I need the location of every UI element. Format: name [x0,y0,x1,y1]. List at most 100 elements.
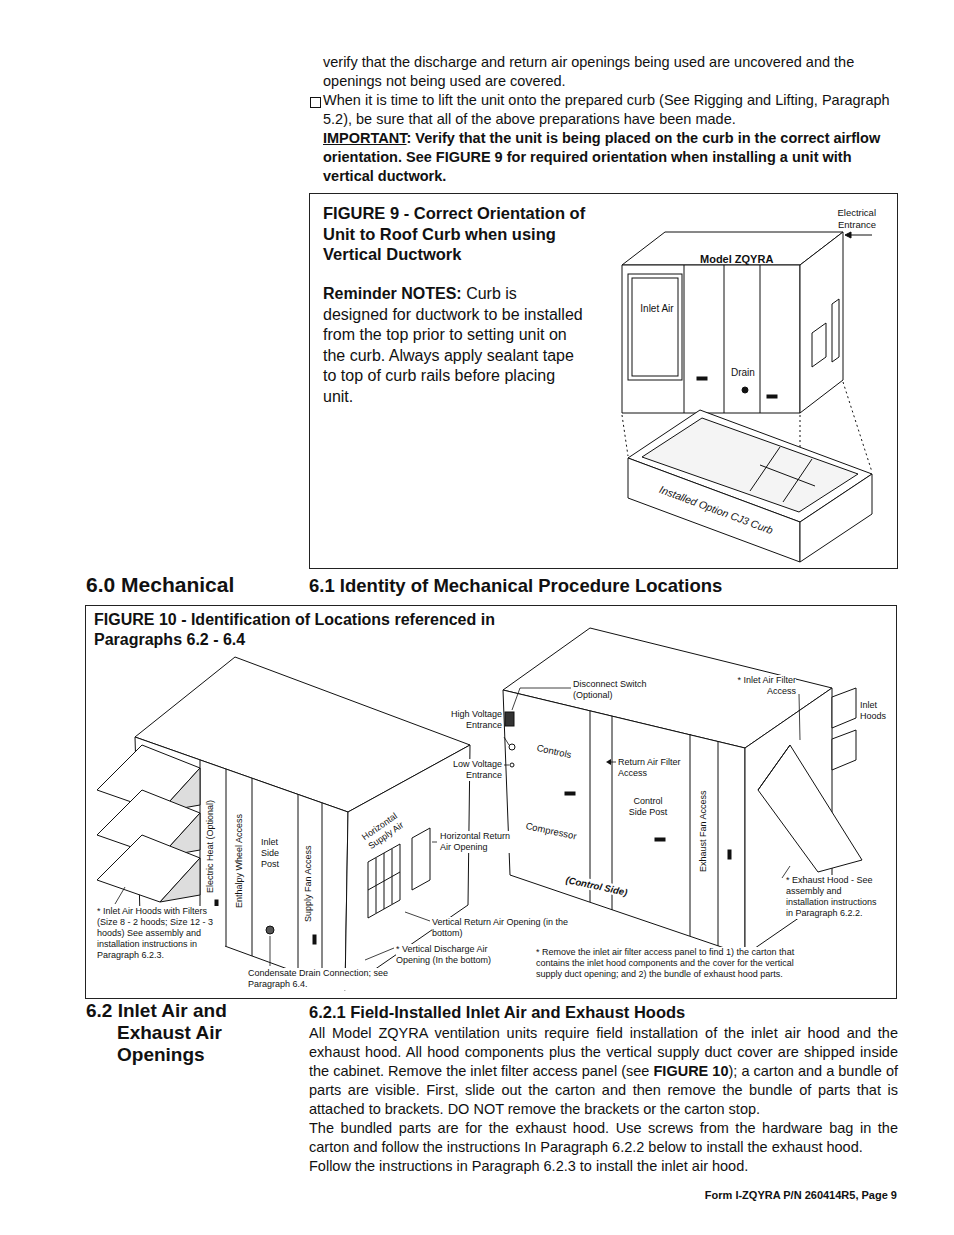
alignment-lines [843,382,872,472]
unit-drawing [800,232,843,413]
left-unit-drawing [97,835,200,902]
unit-drawing [812,323,826,367]
model-label: Model ZQYRA [700,252,773,266]
callout-note: Vertical Return Air Opening (in the bott… [432,917,574,939]
left-unit-drawing [412,828,430,890]
part-label: Enthalpy Wheel Access [234,814,245,908]
right-unit-drawing [590,711,591,902]
section-heading: 6.1 Identity of Mechanical Procedure Loc… [309,574,722,597]
important-text: : Verify that the unit is being placed o… [323,130,880,184]
section-heading: 6.2 Inlet Air and Exhaust Air Openings [86,1000,287,1066]
callout-note: * Exhaust Hood - See assembly and instal… [786,875,882,919]
left-unit-drawing [368,844,400,918]
leader-lines [432,842,437,843]
part-label: Electrical Entrance [816,207,876,230]
right-unit-drawing [832,730,856,770]
right-unit-drawing [758,745,790,790]
arrowheads [606,759,611,765]
part-label: Exhaust Fan Access [698,790,709,872]
unit-drawing [697,377,707,380]
unit-drawing [760,265,761,413]
body-text: verify that the discharge and return air… [323,53,901,91]
left-unit-drawing [322,803,323,982]
unit-drawing [632,278,678,376]
unit-drawing [742,387,748,393]
unit-drawing [684,265,685,413]
figure-frame: FIGURE 9 - Correct Orientation of Unit t… [309,193,898,569]
left-unit-drawing [266,926,274,934]
body-paragraph: All Model ZQYRA ventilation units requir… [309,1024,898,1119]
right-unit-drawing [655,838,665,841]
figure-title: FIGURE 10 - Identification of Locations … [94,610,534,649]
right-unit-drawing [728,850,731,859]
section-heading: 6.2.1 Field-Installed Inlet Air and Exha… [309,1002,685,1023]
left-unit-drawing [313,935,316,944]
right-unit-drawing [612,716,613,910]
part-label: Disconnect Switch (Optional) [573,679,665,701]
left-unit-drawing [252,778,253,956]
part-label: Inlet Air [636,303,678,315]
unit-drawing [622,265,800,413]
left-unit-drawing [368,872,400,890]
right-unit-drawing [510,763,514,767]
curb-drawing [783,459,812,502]
part-label: Drain [731,366,755,379]
curb-drawing [800,474,872,562]
left-unit-drawing [298,794,299,973]
leader-lines [405,912,430,921]
leader-lines [115,887,125,904]
unit-drawing [628,274,682,380]
unit-drawing [767,395,777,398]
part-label: Return Air Filter Access [618,757,688,779]
part-label: Low Voltage Entrance [450,759,502,781]
leader-lines [799,694,800,740]
part-label: Supply Fan Access [303,845,314,922]
right-unit-drawing [718,741,719,946]
arrowheads [606,759,611,765]
part-label: Electric Heat (Optional) [205,800,216,893]
important-note: IMPORTANT: Verify that the unit is being… [323,129,898,186]
leader-lines [365,948,394,960]
unit-drawing [832,299,839,362]
callout-note: * Remove the inlet air filter access pan… [536,947,808,980]
callout-note: * Vertical Discharge Air Opening (In the… [396,944,520,966]
checkbox [311,98,321,108]
notes-label: Reminder NOTES: [323,285,462,302]
right-unit-drawing [690,734,691,936]
unit-drawing [845,232,851,238]
body-column: All Model ZQYRA ventilation units requir… [309,1024,898,1176]
important-label: IMPORTANT [323,130,407,146]
right-unit-drawing [565,792,575,795]
curb-drawing [628,410,872,562]
right-unit-drawing [509,744,515,750]
callout-note: Condensate Drain Connection; see Paragra… [248,968,426,990]
right-unit-drawing [503,690,745,955]
curb-drawing [750,447,780,491]
body-text: Follow the instructions in Paragraph 6.2… [309,1157,898,1176]
part-label: Control Side Post [626,796,670,818]
right-unit-drawing [832,688,856,728]
left-unit-drawing [160,858,200,902]
unit-drawing [724,265,725,413]
figure-reference: FIGURE 10 [654,1063,729,1079]
callout-note: * Inlet Air Hoods with Filters (Size 8 -… [97,906,225,961]
figure-title: FIGURE 9 - Correct Orientation of Unit t… [323,203,595,265]
unit-drawing [622,232,872,413]
alignment-lines [622,415,628,456]
right-unit-drawing [505,712,514,726]
checklist-item: When it is time to lift the unit onto th… [323,91,895,129]
leader-lines [512,688,571,710]
part-label: Inlet Side Post [261,837,295,870]
leader-lines [504,737,509,745]
figure-notes: Reminder NOTES:Curb is designed for duct… [323,284,585,408]
page-footer: Form I-ZQYRA P/N 260414R5, Page 9 [540,1188,897,1202]
body-text: The bundled parts are for the exhaust ho… [309,1119,898,1157]
left-unit-drawing [97,657,470,990]
curb-drawing [760,465,815,486]
section-heading: 6.0 Mechanical [86,572,234,598]
part-label: Horizontal Return Air Opening [440,831,512,853]
curb-drawing [628,458,800,562]
leader-lines [504,765,509,766]
part-label: High Voltage Entrance [450,709,502,731]
